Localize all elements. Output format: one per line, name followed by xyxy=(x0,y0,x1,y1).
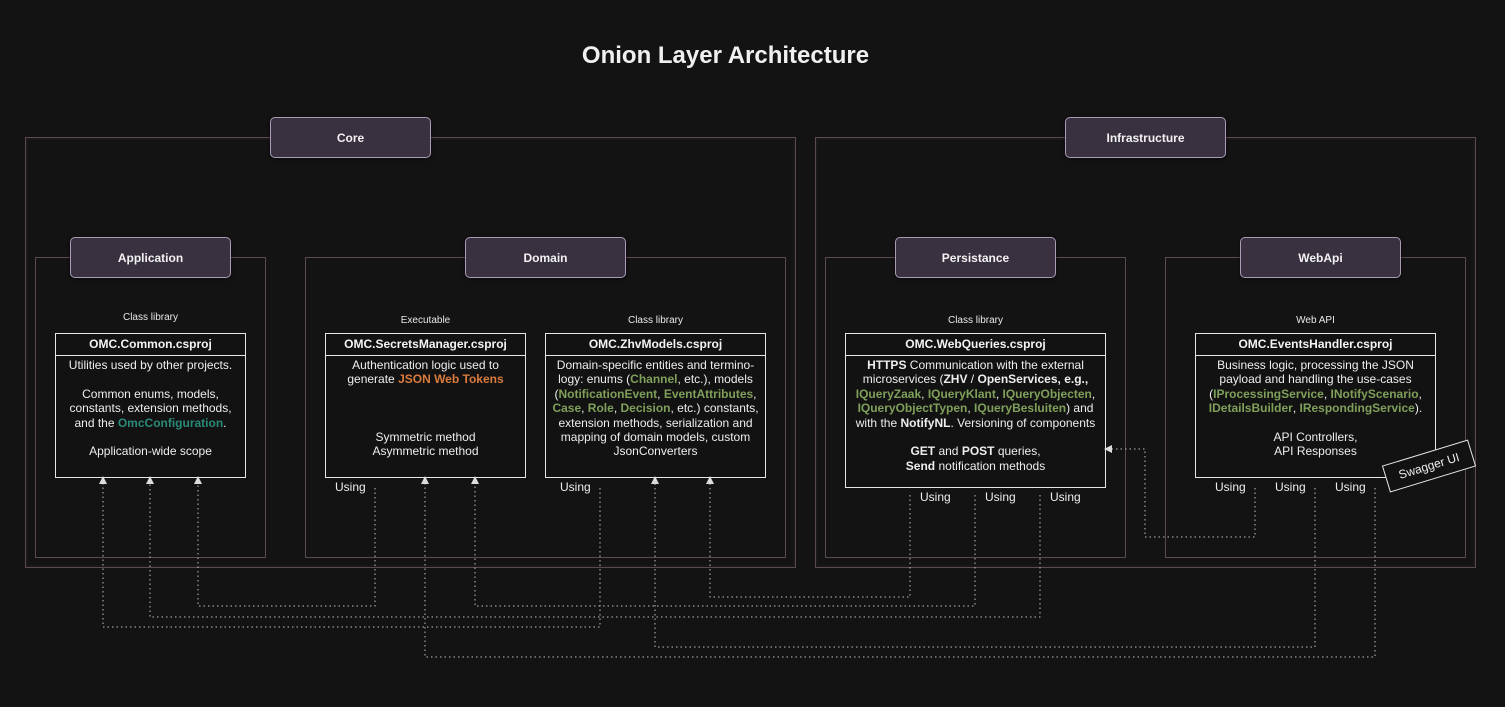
application-kind: Class library xyxy=(122,312,178,323)
using-label-models: Using xyxy=(560,480,591,494)
infrastructure-label: Infrastructure xyxy=(1065,117,1226,158)
using-label-eventshandler-2: Using xyxy=(1275,480,1306,494)
project-title: OMC.WebQueries.csproj xyxy=(846,334,1105,356)
diagram-title: Onion Layer Architecture xyxy=(581,42,870,69)
project-title: OMC.EventsHandler.csproj xyxy=(1196,334,1435,356)
project-omc-eventshandler: OMC.EventsHandler.csproj Business logic,… xyxy=(1195,333,1436,478)
core-label: Core xyxy=(270,117,431,158)
connector-webqueries-to-common xyxy=(146,476,1041,618)
models-kind: Class library xyxy=(627,315,683,326)
connector-secrets-to-common xyxy=(194,476,376,607)
webapi-kind: Web API xyxy=(1296,315,1335,326)
project-omc-common: OMC.Common.csproj Utilities used by othe… xyxy=(55,333,246,478)
webapi-label: WebApi xyxy=(1240,237,1401,278)
persistance-label: Persistance xyxy=(895,237,1056,278)
connector-webqueries-to-models xyxy=(706,476,911,598)
project-omc-secretsmanager: OMC.SecretsManager.csproj Authentication… xyxy=(325,333,526,478)
using-label-eventshandler-3: Using xyxy=(1335,480,1366,494)
persistance-kind: Class library xyxy=(947,315,1003,326)
connector-eventshandler-to-secrets xyxy=(421,476,1376,658)
project-omc-webqueries: OMC.WebQueries.csproj HTTPS Communicatio… xyxy=(845,333,1106,488)
project-omc-zhvmodels: OMC.ZhvModels.csproj Domain-specific ent… xyxy=(545,333,766,478)
connector-eventshandler-to-models xyxy=(651,476,1316,648)
using-label-webqueries-2: Using xyxy=(985,490,1016,504)
connector-models-to-common xyxy=(99,476,601,628)
secrets-kind: Executable xyxy=(400,315,451,326)
application-label: Application xyxy=(70,237,231,278)
connector-webqueries-to-secrets xyxy=(471,476,976,607)
using-label-webqueries-1: Using xyxy=(920,490,951,504)
project-title: OMC.SecretsManager.csproj xyxy=(326,334,525,356)
project-title: OMC.ZhvModels.csproj xyxy=(546,334,765,356)
project-title: OMC.Common.csproj xyxy=(56,334,245,356)
using-label-secrets: Using xyxy=(335,480,366,494)
using-label-webqueries-3: Using xyxy=(1050,490,1081,504)
using-label-eventshandler-1: Using xyxy=(1215,480,1246,494)
domain-label: Domain xyxy=(465,237,626,278)
connector-eventshandler-to-webqueries xyxy=(1104,445,1256,538)
